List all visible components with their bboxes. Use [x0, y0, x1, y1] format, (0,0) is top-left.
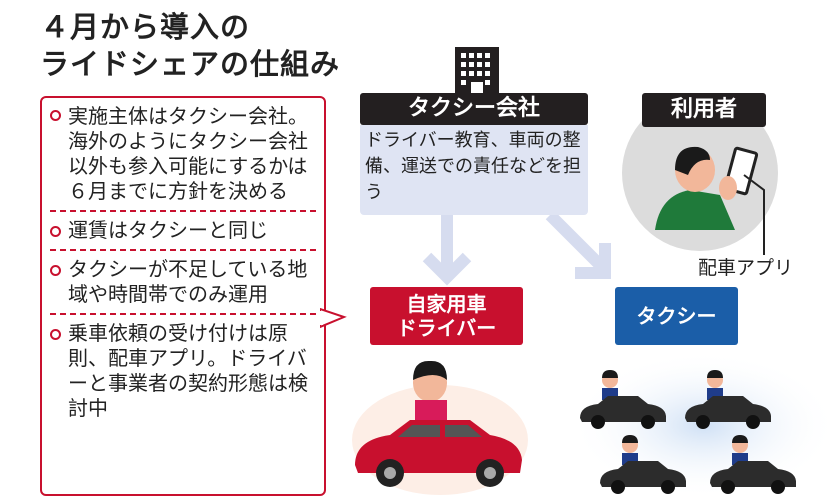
point-item: 実施主体はタクシー会社。海外のようにタクシー会社以外も参入可能にするかは６月まで… [42, 98, 324, 208]
divider [50, 249, 316, 251]
point-item: タクシーが不足している地域や時間帯でのみ運用 [42, 253, 324, 311]
company-header: タクシー会社 [360, 93, 588, 125]
speech-pointer-icon [320, 307, 347, 329]
arrow-down-head-icon [422, 252, 472, 286]
taxi-fleet-illustration [570, 351, 838, 499]
private-driver-line-2: ドライバー [396, 316, 497, 340]
point-item: 運賃はタクシーと同じ [42, 214, 324, 247]
point-text: 運賃はタクシーと同じ [68, 218, 268, 242]
private-car-illustration [352, 360, 528, 495]
private-driver-line-1: 自家用車 [406, 292, 487, 316]
bullet-icon [50, 226, 61, 237]
user-header: 利用者 [642, 93, 766, 127]
key-points-box: 実施主体はタクシー会社。海外のようにタクシー会社以外も参入可能にするかは６月まで… [40, 96, 326, 496]
user-with-phone-illustration [655, 146, 765, 255]
building-icon [455, 47, 499, 95]
private-driver-label: 自家用車 ドライバー [370, 287, 523, 345]
bullet-icon [50, 329, 61, 340]
point-item: 乗車依頼の受け付けは原則、配車アプリ。ドライバーと事業者の契約形態は検討中 [42, 317, 324, 425]
flow-arrows [422, 215, 611, 286]
point-text: タクシーが不足している地域や時間帯でのみ運用 [68, 257, 308, 306]
point-text: 実施主体はタクシー会社。海外のようにタクシー会社以外も参入可能にするかは６月まで… [68, 104, 308, 203]
taxi-label: タクシー [615, 287, 738, 345]
title-line-2: ライドシェアの仕組み [40, 47, 341, 81]
app-label: 配車アプリ [698, 257, 794, 279]
bullet-icon [50, 265, 61, 276]
title-line-1: ４月から導入の [40, 10, 251, 44]
divider [50, 210, 316, 212]
divider [50, 313, 316, 315]
bullet-icon [50, 110, 61, 121]
arrow-diagonal-head-icon [575, 243, 611, 279]
arrow-diagonal-icon [545, 215, 610, 275]
point-text: 乗車依頼の受け付けは原則、配車アプリ。ドライバーと事業者の契約形態は検討中 [68, 321, 308, 420]
company-description: ドライバー教育、車両の整備、運送での責任などを担う [360, 125, 588, 215]
